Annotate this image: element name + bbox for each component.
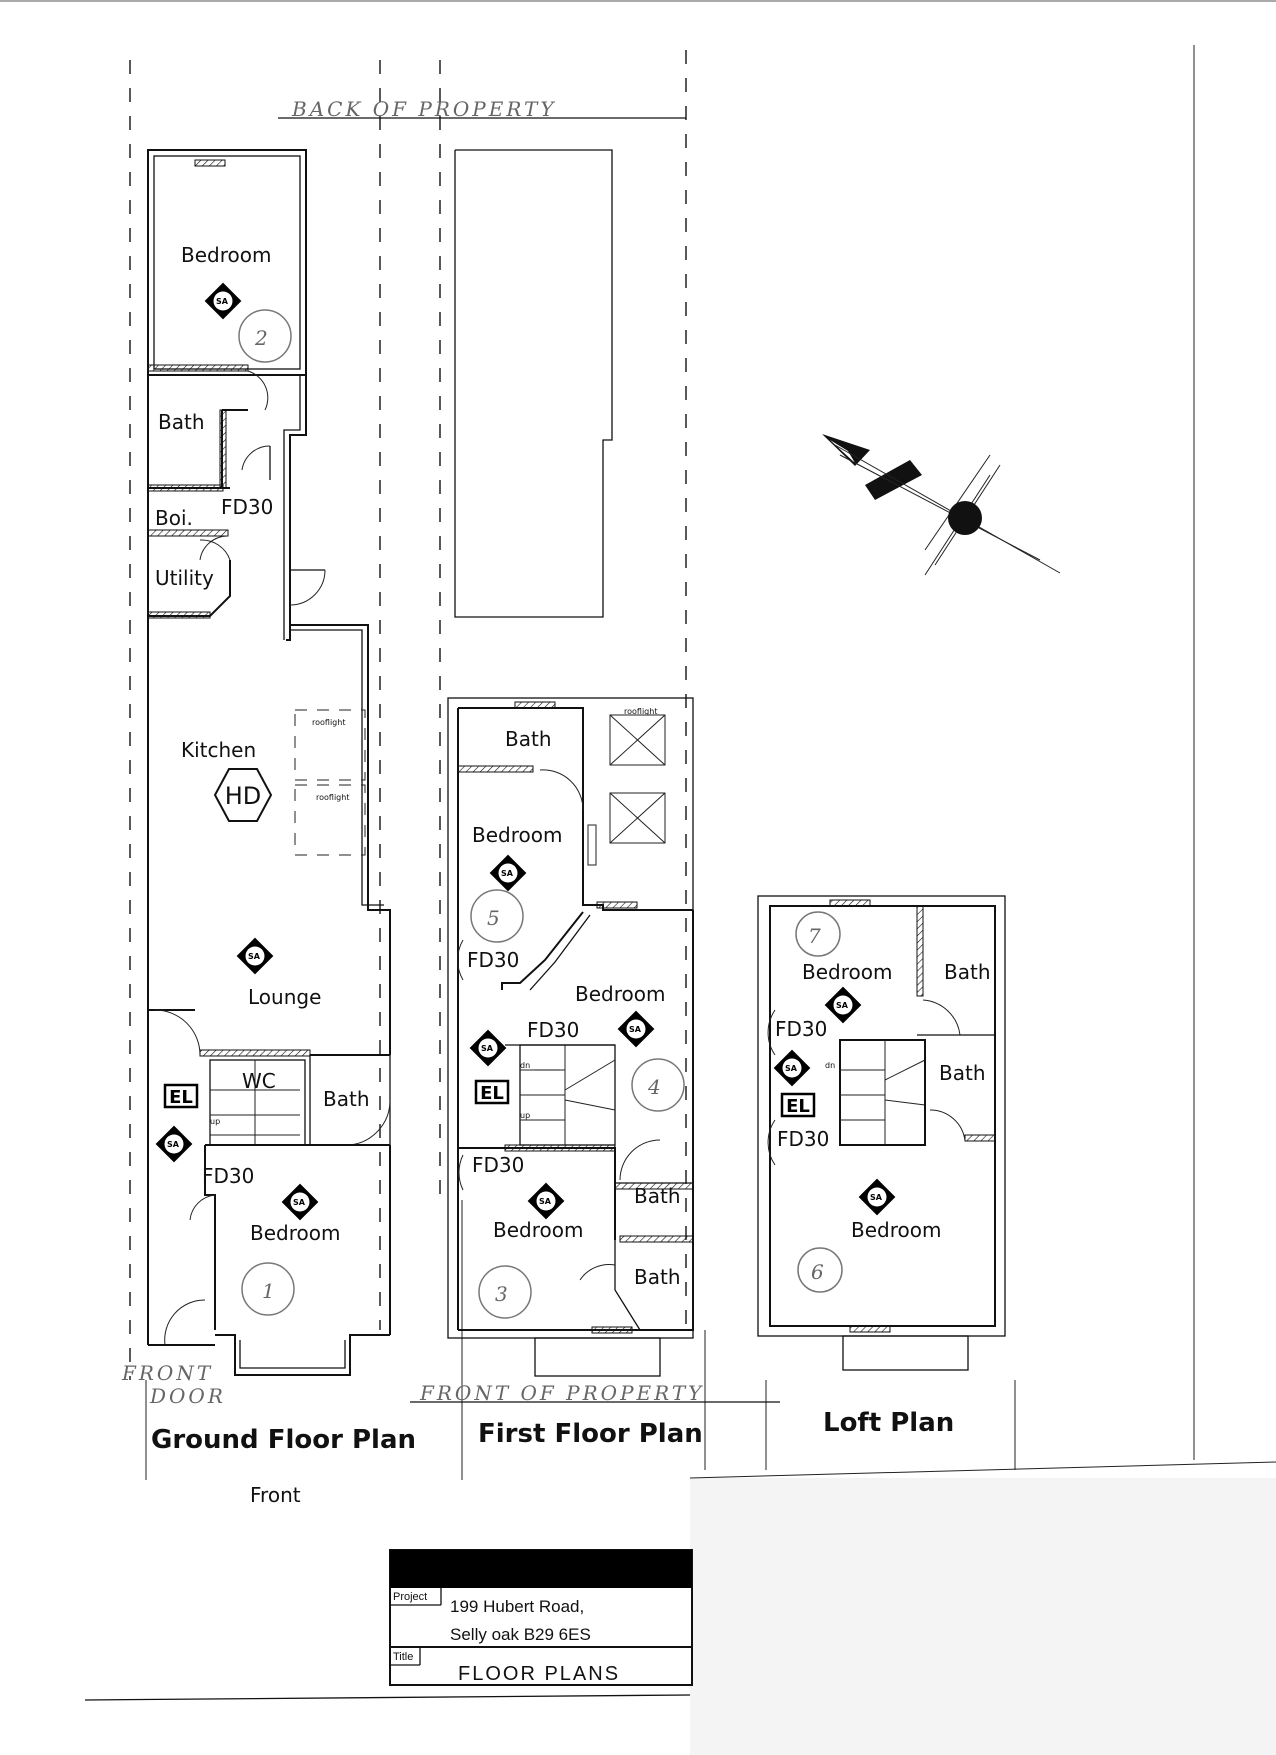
north-arrow-icon <box>822 434 1061 576</box>
fd30-l-1: FD30 <box>775 1017 827 1041</box>
svg-text:5: 5 <box>487 906 503 930</box>
project-address-2: Selly oak B29 6ES <box>450 1625 591 1644</box>
svg-text:SA: SA <box>836 1001 849 1010</box>
room-f-bedroom-4: Bedroom <box>575 982 665 1006</box>
front-of-property-note: FRONT OF PROPERTY <box>419 1381 704 1405</box>
fd30-f-1: FD30 <box>467 948 519 972</box>
ground-floor-caption: Ground Floor Plan <box>151 1425 416 1455</box>
svg-text:SA: SA <box>293 1198 306 1207</box>
fd30-g-1: FD30 <box>221 495 273 519</box>
f-stairs-down: dn <box>520 1061 530 1070</box>
svg-text:6: 6 <box>811 1260 827 1284</box>
front-door-note-2: DOOR <box>149 1384 226 1408</box>
svg-text:SA: SA <box>785 1064 798 1073</box>
svg-text:SA: SA <box>216 297 229 306</box>
room-g-kitchen: Kitchen <box>181 738 256 762</box>
svg-text:1: 1 <box>262 1279 278 1303</box>
svg-text:EL: EL <box>169 1087 193 1108</box>
smoke-alarm-icon: SA <box>469 1029 507 1067</box>
smoke-alarm-icon: SA <box>617 1010 655 1048</box>
svg-text:SA: SA <box>629 1025 642 1034</box>
l-stairs-down: dn <box>825 1061 835 1070</box>
fd30-g-2: FD30 <box>202 1164 254 1188</box>
svg-text:EL: EL <box>786 1096 810 1117</box>
svg-text:7: 7 <box>808 924 824 948</box>
first-floor-plan: rooflight dn up <box>447 149 694 1377</box>
smoke-alarm-icon: SA <box>489 854 527 892</box>
smoke-alarm-icon: SA <box>858 1178 896 1216</box>
svg-text:SA: SA <box>248 952 261 961</box>
front-caption: Front <box>250 1483 301 1507</box>
room-g-bedroom-rear: Bedroom <box>181 243 271 267</box>
room-g-bath-rear: Bath <box>158 410 205 434</box>
g-rooflight-2-label: rooflight <box>316 793 349 802</box>
unit-number-1: 1 <box>241 1262 295 1316</box>
svg-text:SA: SA <box>481 1044 494 1053</box>
smoke-alarm-icon: SA <box>824 986 862 1024</box>
unit-number-3: 3 <box>478 1265 532 1319</box>
room-g-lounge: Lounge <box>248 985 321 1009</box>
first-floor-caption: First Floor Plan <box>478 1419 703 1449</box>
f-rooflight-label: rooflight <box>624 707 657 716</box>
project-address-1: 199 Hubert Road, <box>450 1597 584 1616</box>
room-l-bedroom-7: Bedroom <box>802 960 892 984</box>
unit-number-2: 2 <box>238 309 292 363</box>
front-door-note: FRONT <box>121 1361 213 1385</box>
fd30-f-2: FD30 <box>527 1018 579 1042</box>
svg-text:SA: SA <box>501 869 514 878</box>
unit-number-5: 5 <box>470 889 524 943</box>
room-f-bedroom-3: Bedroom <box>493 1218 583 1242</box>
fd30-f-3: FD30 <box>472 1153 524 1177</box>
svg-text:SA: SA <box>870 1193 883 1202</box>
svg-text:4: 4 <box>647 1075 664 1099</box>
room-g-wc: WC <box>242 1069 276 1093</box>
title-label: Title <box>393 1651 413 1663</box>
scan-shadow <box>690 1478 1276 1755</box>
loft-caption: Loft Plan <box>823 1408 954 1438</box>
heat-detector-icon: HD <box>213 768 273 822</box>
room-f-bath-mid: Bath <box>634 1184 681 1208</box>
unit-number-7: 7 <box>795 911 841 957</box>
svg-text:SA: SA <box>539 1197 552 1206</box>
svg-text:2: 2 <box>254 326 271 350</box>
loft-plan: dn <box>757 895 1006 1371</box>
room-f-bath-rear: Bath <box>505 727 552 751</box>
svg-text:SA: SA <box>167 1140 180 1149</box>
ground-floor-plan: rooflight rooflight <box>147 149 391 1376</box>
room-f-bedroom-5: Bedroom <box>472 823 562 847</box>
svg-text:3: 3 <box>495 1282 511 1306</box>
smoke-alarm-icon: SA <box>236 937 274 975</box>
g-rooflight-1-label: rooflight <box>312 718 345 727</box>
smoke-alarm-icon: SA <box>281 1183 319 1221</box>
room-l-bath-2: Bath <box>939 1061 986 1085</box>
emergency-light-icon: EL <box>780 1092 816 1118</box>
back-of-property-note: BACK OF PROPERTY <box>291 97 557 121</box>
emergency-light-icon: EL <box>474 1079 510 1105</box>
room-g-boiler: Boi. <box>155 506 193 530</box>
svg-text:EL: EL <box>480 1083 504 1104</box>
room-g-bath-front: Bath <box>323 1087 370 1111</box>
room-g-utility: Utility <box>155 566 214 590</box>
project-label: Project <box>393 1591 427 1603</box>
drawing-title: FLOOR PLANS <box>458 1663 620 1685</box>
unit-number-6: 6 <box>797 1247 843 1293</box>
g-stairs-up: up <box>210 1117 220 1126</box>
svg-text:HD: HD <box>225 782 262 810</box>
smoke-alarm-icon: SA <box>773 1049 811 1087</box>
smoke-alarm-icon: SA <box>155 1125 193 1163</box>
room-f-bath-front: Bath <box>634 1265 681 1289</box>
room-g-bedroom-front: Bedroom <box>250 1221 340 1245</box>
smoke-alarm-icon: SA <box>204 282 242 320</box>
room-l-bedroom-6: Bedroom <box>851 1218 941 1242</box>
smoke-alarm-icon: SA <box>527 1182 565 1220</box>
fd30-l-2: FD30 <box>777 1127 829 1151</box>
unit-number-4: 4 <box>631 1058 685 1112</box>
f-stairs-up: up <box>520 1111 530 1120</box>
room-l-bath-1: Bath <box>944 960 991 984</box>
emergency-light-icon: EL <box>163 1083 199 1109</box>
title-block: Project 199 Hubert Road, Selly oak B29 6… <box>389 1549 693 1686</box>
